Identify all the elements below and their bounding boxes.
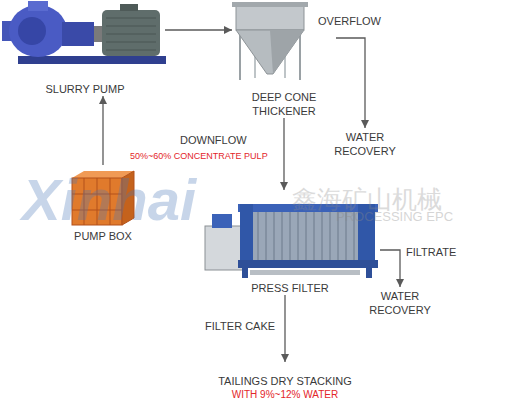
bottom-beam (238, 260, 378, 268)
motor-body (102, 10, 160, 56)
coupling (94, 26, 102, 42)
watermark: Xinhai (22, 166, 196, 233)
filter-leg (242, 268, 248, 278)
pump-node: SLURRY PUMP (5, 2, 165, 96)
plate-line (322, 212, 323, 260)
fin (106, 50, 156, 51)
hydraulic-motor (212, 214, 232, 228)
concentration-note: 50%~60% CONCENTRATE PULP (130, 151, 268, 161)
cone-shade (270, 30, 304, 74)
terminal-box (120, 4, 138, 11)
plate-line (274, 212, 275, 260)
thickener-cone (236, 30, 304, 74)
flow-arrow (284, 295, 285, 362)
plate-line (258, 212, 259, 260)
flow-arrow (336, 38, 365, 128)
flow-label: FILTER CAKE (205, 320, 275, 333)
flow-label: OVERFLOW (318, 15, 381, 28)
flow-arrow (380, 250, 400, 287)
hydraulic-station (205, 226, 243, 270)
node-label: PUMP BOX (74, 229, 132, 243)
thickener-rim (232, 2, 308, 7)
flow-arrow (102, 96, 103, 165)
flow-arrow (165, 29, 232, 30)
drip-tray (250, 270, 360, 275)
fin (106, 34, 156, 35)
pump-outlet (28, 1, 48, 11)
node-label: SLURRY PUMP (45, 82, 124, 96)
head-plate (240, 204, 253, 268)
plate-line (290, 212, 291, 260)
flow-arrow (283, 118, 284, 190)
press-filter-node: PRESS FILTER (200, 190, 380, 295)
pump-box-node: PUMP BOX (58, 165, 148, 243)
flow-label: DOWNFLOW (180, 134, 247, 147)
output-node: WATER RECOVERY (330, 128, 400, 158)
node-label: DEEP CONE THICKENER (232, 90, 336, 118)
node-label: TAILINGS DRY STACKING (218, 374, 352, 388)
filter-leg (366, 268, 372, 278)
bearing-frame (62, 22, 94, 46)
plate-line (306, 212, 307, 260)
node-label: WATER RECOVERY (330, 130, 400, 158)
pump-casing (9, 5, 67, 57)
motor-fins (106, 18, 156, 50)
node-label: PRESS FILTER (251, 281, 328, 295)
pump-base (18, 56, 166, 64)
node-note: WITH 9%~12% WATER (232, 388, 338, 402)
flow-label: FILTRATE (406, 246, 456, 259)
output-node: WATER RECOVERY (365, 287, 435, 317)
plate-line (330, 212, 331, 260)
thickener-tank (236, 5, 304, 30)
plate-line (266, 212, 267, 260)
slurry-pump-illustration (2, 1, 166, 64)
fin (106, 42, 156, 43)
plate-line (314, 212, 315, 260)
watermark: PROCESSING EPC (336, 209, 453, 224)
node-label: WATER RECOVERY (365, 289, 435, 317)
plate-line (298, 212, 299, 260)
pump-cover (18, 17, 46, 45)
plate-line (282, 212, 283, 260)
tailings-node: TAILINGS DRY STACKINGWITH 9%~12% WATER (190, 362, 380, 402)
fin (106, 26, 156, 27)
thickener-illustration (232, 2, 308, 80)
fin (106, 18, 156, 19)
thickener-node: DEEP CONE THICKENER (232, 0, 336, 118)
